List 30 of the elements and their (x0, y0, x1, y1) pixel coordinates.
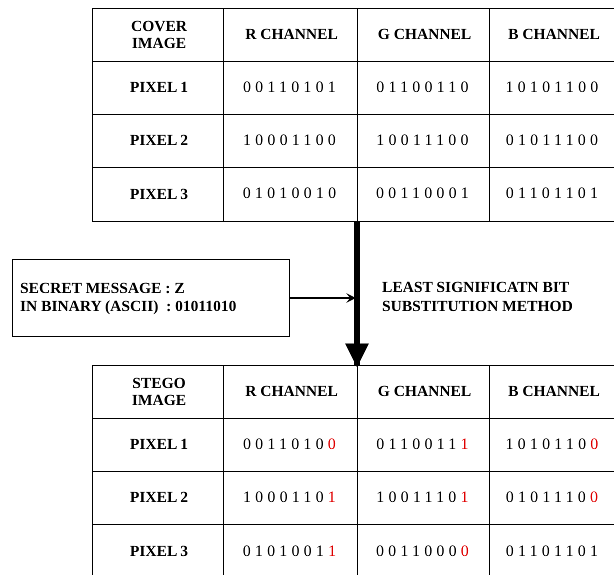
header-cell: COVER IMAGE (92, 8, 225, 61)
header-cell: G CHANNEL (357, 8, 491, 61)
table-cell: 01010010 (223, 167, 359, 222)
row-header-cell: PIXEL 3 (92, 167, 225, 222)
row-header-cell: PIXEL 1 (92, 61, 225, 114)
table-cell: 00110001 (357, 167, 491, 222)
table-cell: 01011100 (489, 114, 614, 167)
arrow (345, 222, 369, 368)
row-header-cell: PIXEL 2 (92, 114, 225, 167)
message-text: IN BINARY (ASCII) : 01011010 (20, 298, 238, 316)
table-cell: 10001100 (223, 114, 359, 167)
message-text: SECRET MESSAGE : Z (20, 280, 186, 298)
row-header-cell: PIXEL 1 (92, 418, 225, 471)
row-header-cell: PIXEL 2 (92, 471, 225, 524)
row-header-cell: PIXEL 3 (92, 524, 225, 575)
message-box (12, 259, 290, 337)
header-cell: B CHANNEL (489, 365, 614, 418)
header-cell: G CHANNEL (357, 365, 491, 418)
table-cell: 01101101 (489, 524, 614, 575)
header-cell: STEGO IMAGE (92, 365, 225, 418)
edge-label: LEAST SIGNIFICATN BIT SUBSTITUTION METHOD (382, 279, 574, 316)
header-cell: B CHANNEL (489, 8, 614, 61)
table-cell: 10101100 (489, 61, 614, 114)
arrow (290, 293, 356, 303)
table-cell: 10011100 (357, 114, 491, 167)
header-cell: R CHANNEL (223, 365, 359, 418)
table-cell: 01101101 (489, 167, 614, 222)
table-cell: 00110101 (223, 61, 359, 114)
table-cell: 01100110 (357, 61, 491, 114)
header-cell: R CHANNEL (223, 8, 359, 61)
